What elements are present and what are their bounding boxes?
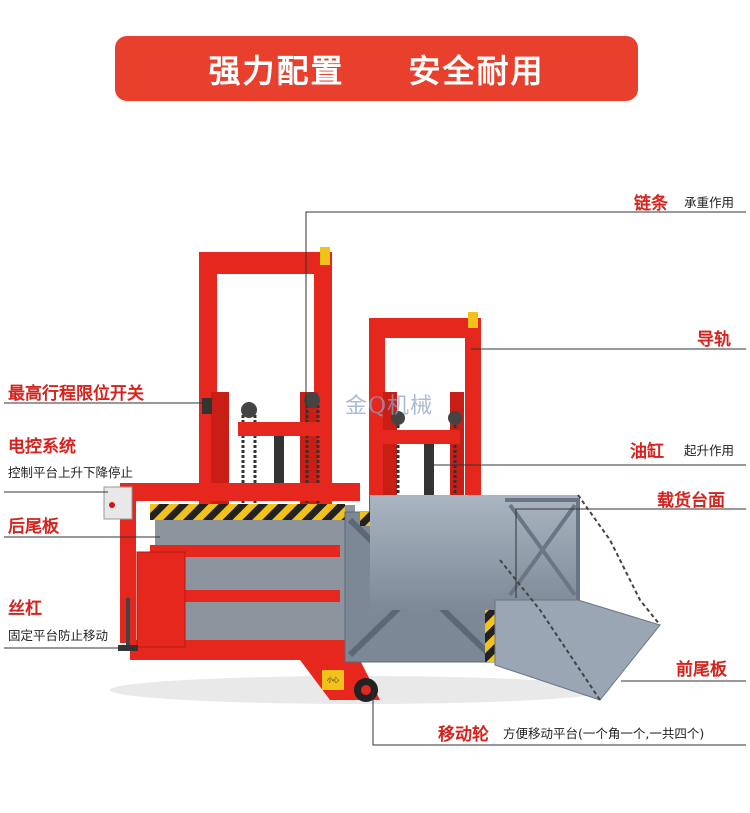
label-wheel-desc: 方便移动平台(一个角一个,一共四个) bbox=[503, 726, 705, 741]
label-wheel-title: 移动轮 bbox=[438, 725, 489, 745]
rear-flap bbox=[150, 504, 345, 520]
warning-sign-text: 小心 bbox=[327, 676, 339, 684]
label-screw-jack-title: 丝杠 bbox=[8, 599, 42, 619]
load-deck bbox=[370, 495, 578, 610]
front-cross-beam bbox=[380, 430, 460, 444]
label-oil-cylinder-title: 油缸 bbox=[630, 442, 664, 462]
front-flap bbox=[494, 599, 661, 701]
rear-cage bbox=[155, 505, 355, 645]
label-screw-jack-desc: 固定平台防止移动 bbox=[8, 628, 109, 643]
label-control-system-title: 电控系统 bbox=[8, 437, 76, 457]
rear-cross-beam bbox=[238, 422, 328, 436]
title-banner: 强力配置 安全耐用 bbox=[115, 36, 638, 101]
label-front-flap: 前尾板 bbox=[676, 660, 727, 680]
label-top-limit-switch: 最高行程限位开关 bbox=[8, 384, 144, 404]
label-oil-cylinder-desc: 起升作用 bbox=[684, 443, 735, 458]
label-control-system-desc: 控制平台上升下降停止 bbox=[8, 465, 134, 480]
control-box bbox=[103, 486, 133, 520]
label-guide-rail: 导轨 bbox=[697, 330, 731, 350]
watermark: 金Q机械 bbox=[345, 394, 434, 419]
sprockets bbox=[241, 392, 462, 425]
rear-oil-cylinder bbox=[274, 436, 284, 496]
banner-left-text: 强力配置 bbox=[208, 51, 345, 90]
leader-lines bbox=[4, 211, 746, 746]
label-rear-flap: 后尾板 bbox=[8, 517, 59, 537]
limit-switch bbox=[202, 398, 212, 414]
front-oil-cylinder bbox=[424, 444, 434, 499]
banner-right-text: 安全耐用 bbox=[408, 51, 545, 90]
label-chain-desc: 承重作用 bbox=[684, 195, 735, 210]
screw-jack-housing bbox=[136, 551, 186, 648]
warning-sign bbox=[322, 670, 344, 690]
label-chain-title: 链条 bbox=[634, 194, 668, 214]
label-load-deck: 载货台面 bbox=[657, 491, 725, 511]
